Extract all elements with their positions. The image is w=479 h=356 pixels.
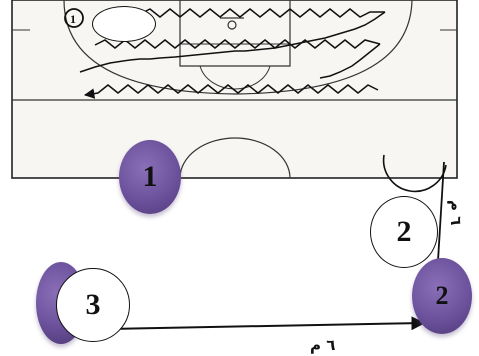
vertical-distance-line [436,161,445,278]
dribble-path [319,43,381,79]
dribble-arrow [83,84,379,99]
dribble-path [94,39,381,49]
start-marker [64,8,84,28]
hoop [227,20,237,30]
court-key [179,0,291,67]
dribble-path [139,8,385,18]
player-chip-2[interactable]: 2 [412,258,472,334]
cone-bubble-2: 2 [370,196,438,268]
dribble-path [79,11,386,73]
center-circle [179,137,291,179]
free-throw-circle [199,65,271,90]
player-chip-1-label: 1 [142,160,158,193]
start-marker-label: 1 [70,12,76,26]
cone-bubble-3-label: 3 [85,288,101,321]
horizontal-distance-label: ٦ م [310,336,336,354]
three-point-arc [63,0,413,95]
corner-bubble-arc [382,154,447,193]
player-chip-1[interactable]: 1 [119,140,181,214]
start-bubble [92,6,156,42]
cone-bubble-3: 3 [56,268,130,342]
vertical-distance-label: ٦ م [447,200,465,226]
cone-bubble-2-label: 2 [396,215,412,248]
player-chip-2-label: 2 [435,281,449,310]
